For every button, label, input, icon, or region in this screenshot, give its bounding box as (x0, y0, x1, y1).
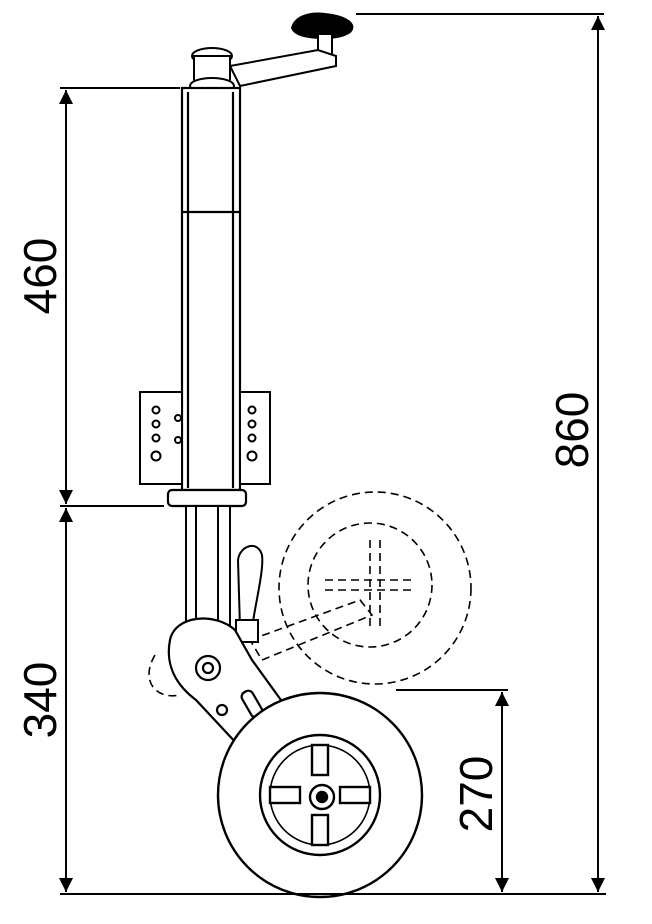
collar (166, 488, 248, 508)
dimension-label-460: 460 (14, 238, 66, 315)
dimension-label-860: 860 (546, 392, 598, 469)
upper-tube (180, 86, 242, 492)
crank-handle (189, 12, 354, 95)
retracted-wheel-ghost (148, 491, 472, 697)
dimension-label-340: 340 (14, 662, 66, 739)
lower-tube (185, 505, 264, 643)
clamp-bracket (139, 391, 271, 485)
dimension-lines (59, 13, 606, 895)
wheel (216, 691, 424, 899)
dimension-label-270: 270 (450, 756, 502, 833)
